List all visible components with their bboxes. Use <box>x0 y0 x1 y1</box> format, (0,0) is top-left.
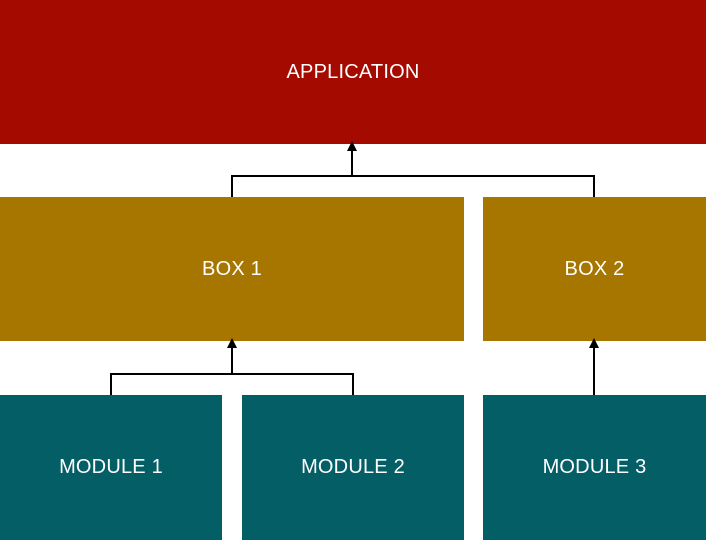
module-2-label: MODULE 2 <box>301 456 405 478</box>
module-2-block: MODULE 2 <box>242 395 464 540</box>
box-2-label: BOX 2 <box>564 257 625 280</box>
module-1-label: MODULE 1 <box>59 456 163 478</box>
connector-module1-module2-bracket <box>110 373 354 395</box>
module-1-block: MODULE 1 <box>0 395 222 540</box>
box-1-label: BOX 1 <box>202 257 262 280</box>
application-label: APPLICATION <box>286 60 420 83</box>
box-2-block: BOX 2 <box>483 197 706 341</box>
connector-box1-box2-bracket <box>231 175 595 197</box>
application-block: APPLICATION <box>0 0 706 144</box>
module-3-block: MODULE 3 <box>483 395 706 540</box>
box-1-block: BOX 1 <box>0 197 464 341</box>
module-3-label: MODULE 3 <box>542 456 647 478</box>
